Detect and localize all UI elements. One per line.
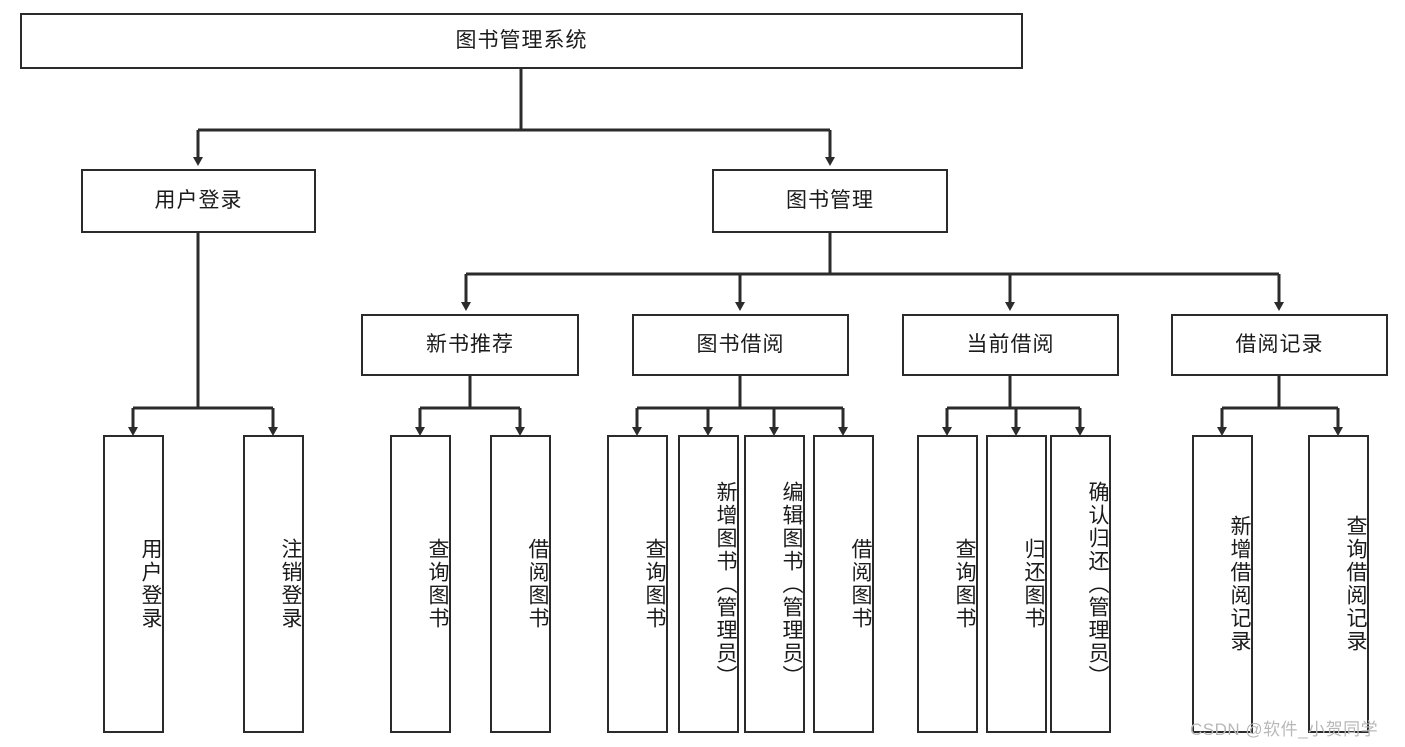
leaf-current-confirm-return-admin[interactable]: 确认归还（管理员）: [1050, 435, 1111, 733]
node-label: 查询借阅记录: [1344, 515, 1367, 653]
leaf-current-query-book[interactable]: 查询图书: [917, 435, 978, 733]
node-label: 确认归还（管理员）: [1086, 480, 1109, 688]
node-label: 归还图书: [1022, 538, 1045, 630]
node-book-management[interactable]: 图书管理: [712, 169, 948, 233]
leaf-borrow-add-book-admin[interactable]: 新增图书（管理员）: [678, 435, 739, 733]
leaf-recommend-query-book[interactable]: 查询图书: [390, 435, 451, 733]
leaf-recommend-borrow-book[interactable]: 借阅图书: [490, 435, 551, 733]
node-label: 借阅图书: [849, 538, 872, 630]
leaf-current-return-book[interactable]: 归还图书: [986, 435, 1047, 733]
leaf-borrow-borrow-book[interactable]: 借阅图书: [813, 435, 874, 733]
node-label: 新书推荐: [426, 333, 514, 357]
leaf-record-query-record[interactable]: 查询借阅记录: [1308, 435, 1369, 733]
node-label: 查询图书: [426, 538, 449, 630]
node-label: 注销登录: [279, 538, 302, 630]
node-label: 新增借阅记录: [1228, 515, 1251, 653]
node-label: 编辑图书（管理员）: [780, 480, 803, 688]
watermark-text: CSDN @软件_小贺同学: [1190, 720, 1379, 739]
leaf-borrow-query-book[interactable]: 查询图书: [607, 435, 668, 733]
leaf-borrow-edit-book-admin[interactable]: 编辑图书（管理员）: [744, 435, 805, 733]
node-new-book-recommend[interactable]: 新书推荐: [361, 314, 579, 376]
node-label: 当前借阅: [966, 333, 1055, 357]
node-label: 借阅记录: [1235, 333, 1324, 357]
leaf-user-login-login[interactable]: 用户登录: [103, 435, 164, 733]
node-current-borrow[interactable]: 当前借阅: [902, 314, 1119, 376]
node-borrow-record[interactable]: 借阅记录: [1171, 314, 1388, 376]
node-label: 用户登录: [139, 538, 162, 630]
node-label: 用户登录: [154, 189, 243, 213]
node-label: 图书借阅: [696, 333, 785, 357]
leaf-user-login-logout[interactable]: 注销登录: [243, 435, 304, 733]
node-book-borrow[interactable]: 图书借阅: [632, 314, 849, 376]
node-label: 图书管理系统: [455, 29, 588, 53]
node-label: 查询图书: [953, 538, 976, 630]
node-label: 新增图书（管理员）: [714, 480, 737, 688]
node-user-login[interactable]: 用户登录: [81, 169, 316, 233]
leaf-record-add-record[interactable]: 新增借阅记录: [1192, 435, 1253, 733]
node-label: 图书管理: [786, 189, 874, 213]
node-label: 借阅图书: [526, 538, 549, 630]
node-root-system[interactable]: 图书管理系统: [20, 13, 1023, 69]
node-label: 查询图书: [643, 538, 666, 630]
